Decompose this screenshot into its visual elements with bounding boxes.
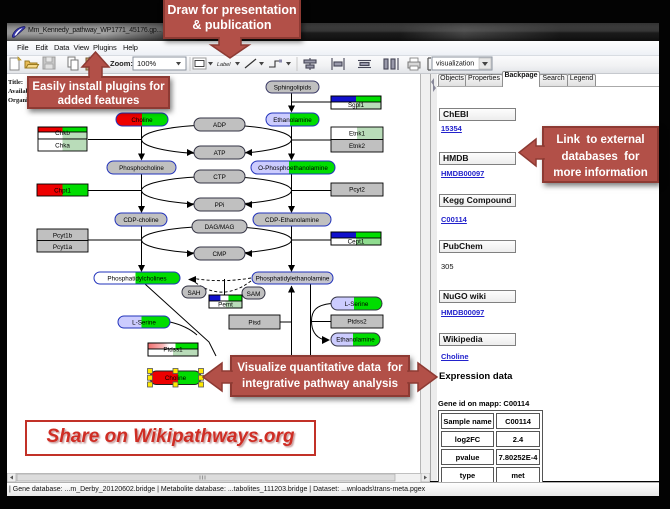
svg-text:Pcyt2: Pcyt2 [349,187,365,194]
svg-text:Pcyt1b: Pcyt1b [53,233,73,240]
svg-text:Phosphatidylcholines: Phosphatidylcholines [107,276,166,283]
svg-text:CTP: CTP [213,174,226,181]
svg-text:ATP: ATP [214,150,226,157]
svg-text:Availab: Availab [8,88,30,95]
svg-text:visualization: visualization [436,61,474,68]
svg-text:Choline: Choline [131,117,153,124]
svg-text:Chkb: Chkb [55,130,70,137]
svg-text:L-Serine: L-Serine [345,301,369,308]
svg-text:PPi: PPi [215,202,225,209]
svg-text:Choline: Choline [165,375,187,382]
svg-text:CDP-choline: CDP-choline [123,217,159,224]
svg-text:Chpt1: Chpt1 [54,188,71,195]
svg-text:Ptdss1: Ptdss1 [163,347,183,354]
svg-text:O-Phosphoethanolamine: O-Phosphoethanolamine [258,165,328,172]
svg-text:Sgpl1: Sgpl1 [348,102,365,109]
svg-text:Ptdss2: Ptdss2 [347,319,367,326]
svg-text:CDP-Ethanolamine: CDP-Ethanolamine [265,217,319,224]
svg-text:Etnk1: Etnk1 [349,131,366,138]
svg-text:Phosphocholine: Phosphocholine [119,165,164,172]
svg-text:Phosphatidylethanolamine: Phosphatidylethanolamine [256,276,330,283]
svg-text:DAG/MAG: DAG/MAG [205,224,235,231]
svg-text:Chka: Chka [55,143,70,150]
svg-text:Zoom:: Zoom: [110,59,133,68]
svg-text:Ethanolamine: Ethanolamine [336,337,375,344]
svg-text:Title:: Title: [8,79,23,86]
svg-text:CMP: CMP [213,251,227,258]
svg-text:Label: Label [217,62,231,68]
svg-text:Cept1: Cept1 [348,239,365,246]
svg-text:Pcyt1a: Pcyt1a [53,244,73,251]
svg-text:Ethanolamine: Ethanolamine [273,117,312,124]
svg-text:SAM: SAM [247,291,261,298]
svg-text:Etnk2: Etnk2 [349,143,366,150]
svg-text:SAH: SAH [188,290,201,297]
svg-text:Pisd: Pisd [248,320,261,327]
svg-text:L-Serine: L-Serine [132,320,156,327]
svg-text:100%: 100% [137,59,157,68]
svg-text:Organi: Organi [8,97,28,104]
svg-text:Sphingolipids: Sphingolipids [274,85,311,92]
svg-text:ADP: ADP [213,122,226,129]
svg-text:Pemt: Pemt [218,302,233,309]
